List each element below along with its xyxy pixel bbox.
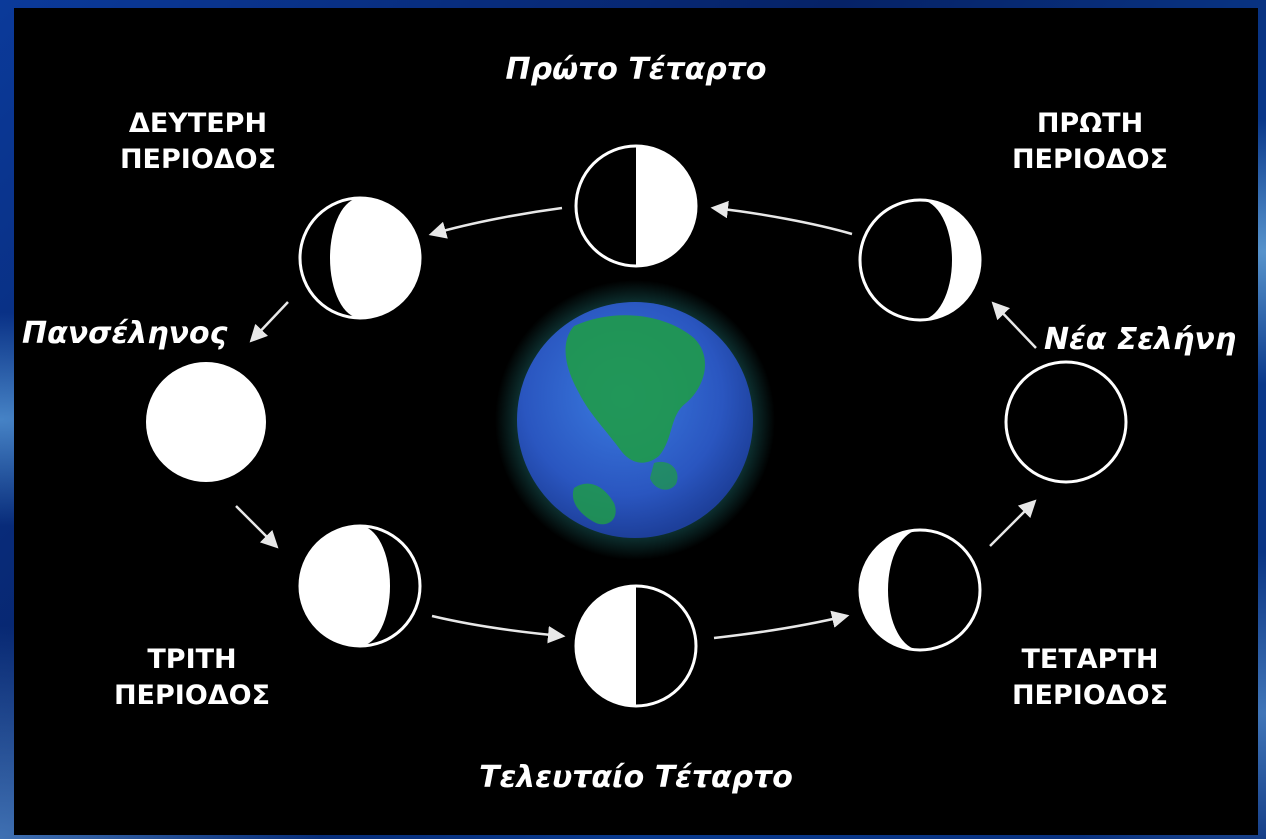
arrow-icon (994, 304, 1036, 348)
label-line: ΠΕΡΙΟΔΟΣ (92, 678, 292, 714)
moon-waxing-crescent-icon (860, 200, 980, 320)
arrow-icon (432, 616, 562, 636)
arrow-icon (990, 502, 1034, 546)
moon-new-icon (1006, 362, 1126, 482)
moon-first-quarter-icon (576, 146, 696, 266)
moon-full-icon (146, 362, 266, 482)
label-line: ΠΡΩΤΗ (990, 106, 1190, 142)
moon-waning-crescent-icon (860, 530, 980, 650)
arrow-icon (714, 616, 846, 638)
label-second-period: ΔΕΥΤΕΡΗ ΠΕΡΙΟΔΟΣ (98, 106, 298, 178)
label-full-moon: Πανσέληνος (22, 316, 242, 352)
label-third-period: ΤΡΙΤΗ ΠΕΡΙΟΔΟΣ (92, 642, 292, 714)
arrow-icon (714, 208, 852, 234)
label-new-moon: Νέα Σελήνη (1044, 322, 1254, 358)
label-line: ΤΡΙΤΗ (92, 642, 292, 678)
label-line: ΔΕΥΤΕΡΗ (98, 106, 298, 142)
earth-icon (495, 280, 775, 560)
diagram-frame: Πρώτο Τέταρτο ΔΕΥΤΕΡΗ ΠΕΡΙΟΔΟΣ ΠΡΩΤΗ ΠΕΡ… (14, 8, 1258, 835)
label-line: ΠΕΡΙΟΔΟΣ (990, 678, 1190, 714)
moon-last-quarter-icon (576, 586, 696, 706)
label-line: ΠΕΡΙΟΔΟΣ (98, 142, 298, 178)
label-last-quarter: Τελευταίο Τέταρτο (476, 760, 796, 796)
label-first-period: ΠΡΩΤΗ ΠΕΡΙΟΔΟΣ (990, 106, 1190, 178)
arrow-icon (252, 302, 288, 340)
moon-waning-gibbous-icon (300, 526, 420, 646)
label-fourth-period: ΤΕΤΑΡΤΗ ΠΕΡΙΟΔΟΣ (990, 642, 1190, 714)
moon-waxing-gibbous-icon (300, 198, 420, 318)
arrow-icon (236, 506, 276, 546)
label-line: ΠΕΡΙΟΔΟΣ (990, 142, 1190, 178)
label-first-quarter: Πρώτο Τέταρτο (486, 52, 786, 88)
arrow-icon (432, 208, 562, 234)
label-line: ΤΕΤΑΡΤΗ (990, 642, 1190, 678)
